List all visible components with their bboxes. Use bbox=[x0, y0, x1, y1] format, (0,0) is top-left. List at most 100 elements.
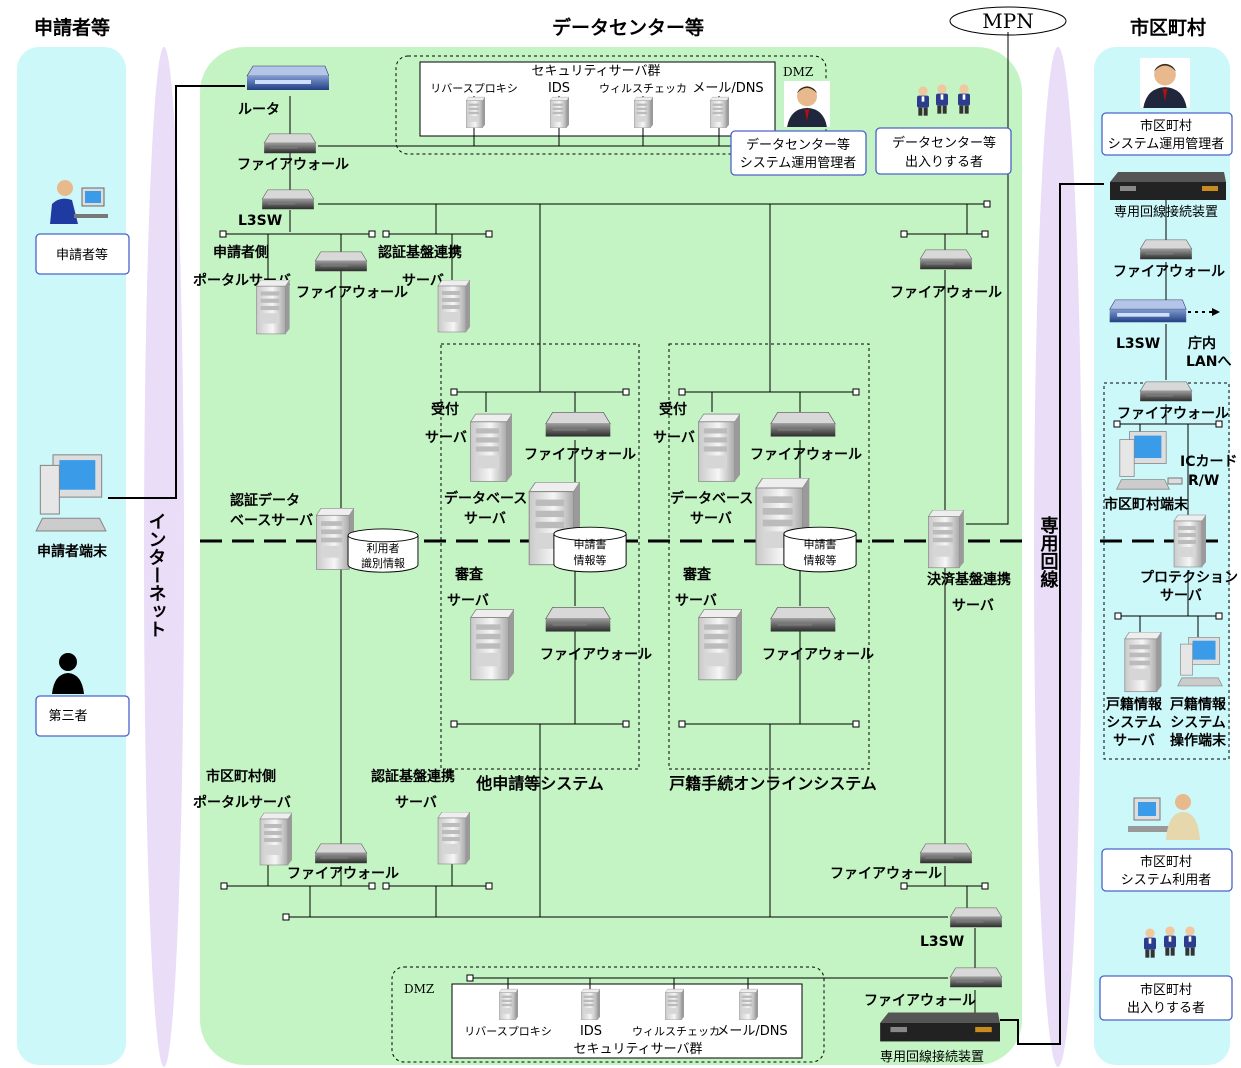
muni-fw1-icon bbox=[1139, 239, 1193, 260]
koseki-fw1-label: ファイアウォール bbox=[750, 447, 862, 463]
svg-text:メール/DNS: メール/DNS bbox=[692, 81, 763, 96]
dedicated-line-label: 専用回線 bbox=[1038, 515, 1059, 589]
koseki-server-line3: サーバ bbox=[1113, 733, 1155, 749]
user-id-line1: 利用者 bbox=[367, 542, 400, 555]
dc-admin-icon bbox=[784, 81, 830, 127]
muni-dedicated-device-icon bbox=[1110, 172, 1226, 200]
koseki-reception-line2: サーバ bbox=[653, 430, 695, 446]
dmz-top-label: DMZ bbox=[783, 65, 813, 79]
koseki-fw2-label: ファイアウォール bbox=[762, 647, 874, 663]
fw-bottom-left-label: ファイアウォール bbox=[287, 866, 399, 882]
muni-user-icon bbox=[1128, 794, 1200, 840]
internet-label: インターネット bbox=[146, 512, 167, 638]
dc-admin-line1: データセンター等 bbox=[746, 137, 850, 153]
auth-db-line2: ベースサーバ bbox=[230, 513, 313, 529]
dc-admin-line2: システム運用管理者 bbox=[740, 156, 857, 171]
muni-fw2-label: ファイアウォール bbox=[1117, 406, 1229, 422]
muni-dedicated-device-label: 専用回線接続装置 bbox=[1114, 204, 1218, 220]
dc-dedicated-device-icon bbox=[880, 1012, 1000, 1042]
auth-bottom-server-icon bbox=[437, 812, 470, 865]
auth-bottom-line2: サーバ bbox=[395, 795, 437, 811]
dmz-bottom-label: DMZ bbox=[404, 982, 434, 996]
other-review-server-icon bbox=[469, 608, 514, 681]
auth-bottom-line1: 認証基盤連携 bbox=[371, 768, 455, 785]
auth-db-line1: 認証データ bbox=[230, 492, 300, 509]
auth-top-server-icon bbox=[437, 280, 470, 333]
koseki-db-line2: サーバ bbox=[690, 511, 732, 527]
muni-terminal-label: 市区町村端末 bbox=[1104, 496, 1189, 513]
ic-line1: ICカード bbox=[1180, 454, 1237, 470]
ic-line2: R/W bbox=[1188, 473, 1219, 489]
portal-bottom-line2: ポータルサーバ bbox=[193, 794, 291, 811]
muni-visitor-line1: 市区町村 bbox=[1140, 982, 1192, 998]
koseki-fw2-icon bbox=[770, 606, 836, 633]
dmz-top-frame bbox=[395, 55, 827, 155]
router-icon bbox=[246, 65, 329, 91]
other-reception-line2: サーバ bbox=[425, 430, 467, 446]
muni-visitor-line2: 出入りする者 bbox=[1127, 1001, 1205, 1016]
other-review-line2: サーバ bbox=[447, 593, 489, 609]
auth-top-line1: 認証基盤連携 bbox=[378, 244, 462, 261]
mpn-label: MPN bbox=[982, 9, 1033, 33]
security-group-top-label: セキュリティサーバ群 bbox=[531, 64, 660, 79]
internet-column bbox=[144, 47, 184, 1067]
other-fw1-icon bbox=[545, 411, 611, 438]
koseki-db-line1: データベース bbox=[670, 490, 753, 507]
koseki-app-line1: 申請書 bbox=[804, 537, 837, 551]
sec-servers-bottom: リバースプロキシ IDS ウィルスチェッカ メール/DNS bbox=[464, 988, 788, 1039]
sec-servers-top: リバースプロキシ IDS ウィルスチェッカ メール/DNS bbox=[430, 81, 764, 129]
muni-user-box bbox=[1101, 848, 1233, 892]
fw-right-top-label: ファイアウォール bbox=[890, 285, 1002, 301]
koseki-server-line2: システム bbox=[1106, 715, 1162, 731]
other-fw1-label: ファイアウォール bbox=[524, 447, 636, 463]
koseki-server-icon bbox=[1124, 632, 1162, 693]
muni-admin-icon bbox=[1140, 58, 1190, 108]
svg-text:リバースプロキシ: リバースプロキシ bbox=[464, 1025, 551, 1038]
other-reception-line1: 受付 bbox=[431, 401, 459, 418]
protection-server-icon bbox=[1173, 514, 1206, 568]
other-system-title: 他申請等システム bbox=[475, 774, 604, 793]
koseki-terminal-line2: システム bbox=[1170, 715, 1226, 731]
other-app-line2: 情報等 bbox=[574, 553, 607, 567]
koseki-review-line2: サーバ bbox=[675, 593, 717, 609]
koseki-reception-line1: 受付 bbox=[659, 401, 687, 418]
koseki-app-line2: 情報等 bbox=[804, 553, 837, 567]
koseki-fw1-icon bbox=[770, 411, 836, 438]
router-label: ルータ bbox=[238, 102, 280, 118]
koseki-review-server-icon bbox=[697, 608, 742, 681]
koseki-server-line1: 戸籍情報 bbox=[1106, 696, 1163, 713]
muni-admin-line2: システム運用管理者 bbox=[1108, 137, 1225, 152]
l3sw-top-icon bbox=[261, 189, 315, 210]
muni-visitor-box bbox=[1099, 975, 1233, 1021]
portal-top-line1: 申請者側 bbox=[213, 244, 269, 261]
connection-lines bbox=[108, 32, 1220, 1045]
applicant-person-icon bbox=[48, 178, 110, 228]
l3sw-top-label: L3SW bbox=[238, 213, 282, 229]
koseki-reception-server-icon bbox=[697, 413, 740, 483]
ic-card-reader-icon bbox=[1167, 477, 1183, 485]
applicant-box-label: 申請者等 bbox=[56, 247, 108, 263]
dc-visitor-line2: 出入りする者 bbox=[905, 155, 983, 170]
portal-bottom-server-icon bbox=[259, 812, 292, 866]
portal-bottom-line1: 市区町村側 bbox=[206, 768, 276, 785]
firewall-top-icon bbox=[263, 133, 317, 154]
fw-bottom-icon bbox=[949, 967, 1003, 988]
svg-text:IDS: IDS bbox=[548, 81, 570, 96]
dc-visitors-icon bbox=[917, 84, 970, 116]
other-db-line1: データベース bbox=[444, 490, 527, 507]
koseki-system-title: 戸籍手続オンラインシステム bbox=[669, 774, 877, 793]
muni-user-line2: システム利用者 bbox=[1121, 873, 1212, 888]
koseki-terminal-line1: 戸籍情報 bbox=[1170, 696, 1227, 713]
dmz-bottom-frame bbox=[391, 966, 825, 1063]
firewall-top-label: ファイアウォール bbox=[237, 157, 349, 173]
dc-visitor-line1: データセンター等 bbox=[892, 135, 996, 151]
l3sw-bottom-label: L3SW bbox=[920, 934, 964, 950]
fw-right-bottom-label: ファイアウォール bbox=[830, 866, 942, 882]
portal-top-server-icon bbox=[255, 280, 290, 335]
network-nodes bbox=[219, 200, 1223, 982]
payment-line1: 決済基盤連携 bbox=[927, 571, 1011, 588]
third-party-icon bbox=[52, 653, 84, 694]
l3sw-bottom-icon bbox=[949, 907, 1003, 928]
applicant-box bbox=[35, 233, 130, 275]
